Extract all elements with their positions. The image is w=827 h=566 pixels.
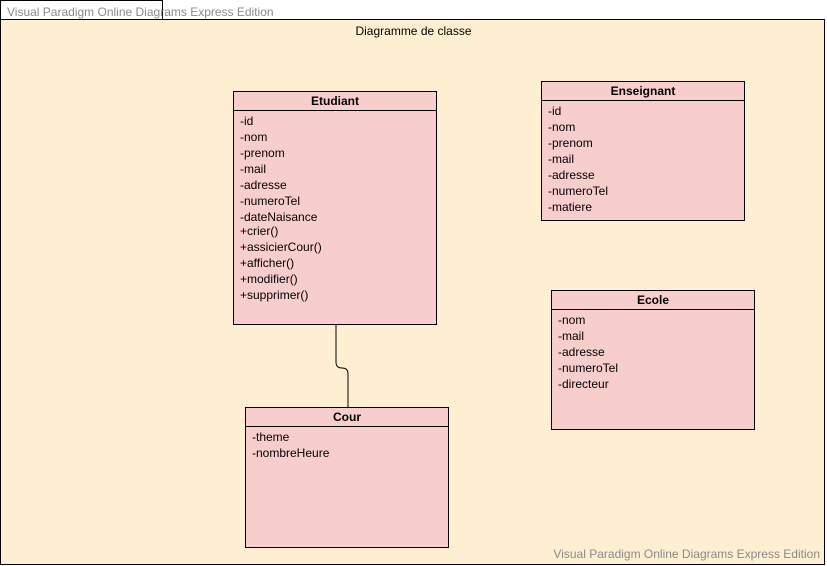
watermark-bottom: Visual Paradigm Online Diagrams Express … xyxy=(553,547,820,561)
attribute: -mail xyxy=(558,329,584,343)
attribute: -mail xyxy=(240,162,266,176)
attribute: -matiere xyxy=(548,200,593,214)
class-ecole[interactable]: Ecole -nom -mail -adresse -numeroTel -di… xyxy=(551,290,755,430)
attribute: -directeur xyxy=(558,377,609,391)
watermark-top: Visual Paradigm Online Diagrams Express … xyxy=(0,0,274,19)
operation: +afficher() xyxy=(240,256,295,270)
operation: +modifier() xyxy=(240,272,298,286)
operation: +assicierCour() xyxy=(240,240,322,254)
attributes-section: -theme -nombreHeure xyxy=(246,427,448,461)
attributes-section: -id -nom -prenom -mail -adresse -numeroT… xyxy=(234,111,436,225)
attribute: -numeroTel xyxy=(548,184,609,198)
attribute: -adresse xyxy=(548,168,595,182)
attribute: -adresse xyxy=(558,345,605,359)
attribute: -prenom xyxy=(548,136,593,150)
attribute: -id xyxy=(548,104,562,118)
operations-section: +crier() +assicierCour() +afficher() +mo… xyxy=(234,223,436,303)
class-name: Enseignant xyxy=(542,82,744,101)
attribute: -mail xyxy=(548,152,574,166)
attribute: -theme xyxy=(252,430,290,444)
attribute: -nom xyxy=(558,313,586,327)
class-name: Etudiant xyxy=(234,92,436,111)
attribute: -numeroTel xyxy=(240,194,301,208)
attributes-section: -id -nom -prenom -mail -adresse -numeroT… xyxy=(542,101,744,215)
class-enseignant[interactable]: Enseignant -id -nom -prenom -mail -adres… xyxy=(541,81,745,221)
class-name: Ecole xyxy=(552,291,754,310)
attribute: -nom xyxy=(548,120,576,134)
diagram-title: Diagramme de classe xyxy=(355,24,472,38)
class-name: Cour xyxy=(246,408,448,427)
attribute: -id xyxy=(240,114,254,128)
attribute: -numeroTel xyxy=(558,361,619,375)
attribute: -prenom xyxy=(240,146,285,160)
attribute: -nombreHeure xyxy=(252,446,330,460)
attribute: -nom xyxy=(240,130,268,144)
class-cour[interactable]: Cour -theme -nombreHeure xyxy=(245,407,449,548)
attribute: -dateNaisance xyxy=(240,210,318,224)
attribute: -adresse xyxy=(240,178,287,192)
operation: +supprimer() xyxy=(240,288,309,302)
operation: +crier() xyxy=(240,224,279,238)
class-etudiant[interactable]: Etudiant -id -nom -prenom -mail -adresse… xyxy=(233,91,437,325)
attributes-section: -nom -mail -adresse -numeroTel -directeu… xyxy=(552,310,754,392)
